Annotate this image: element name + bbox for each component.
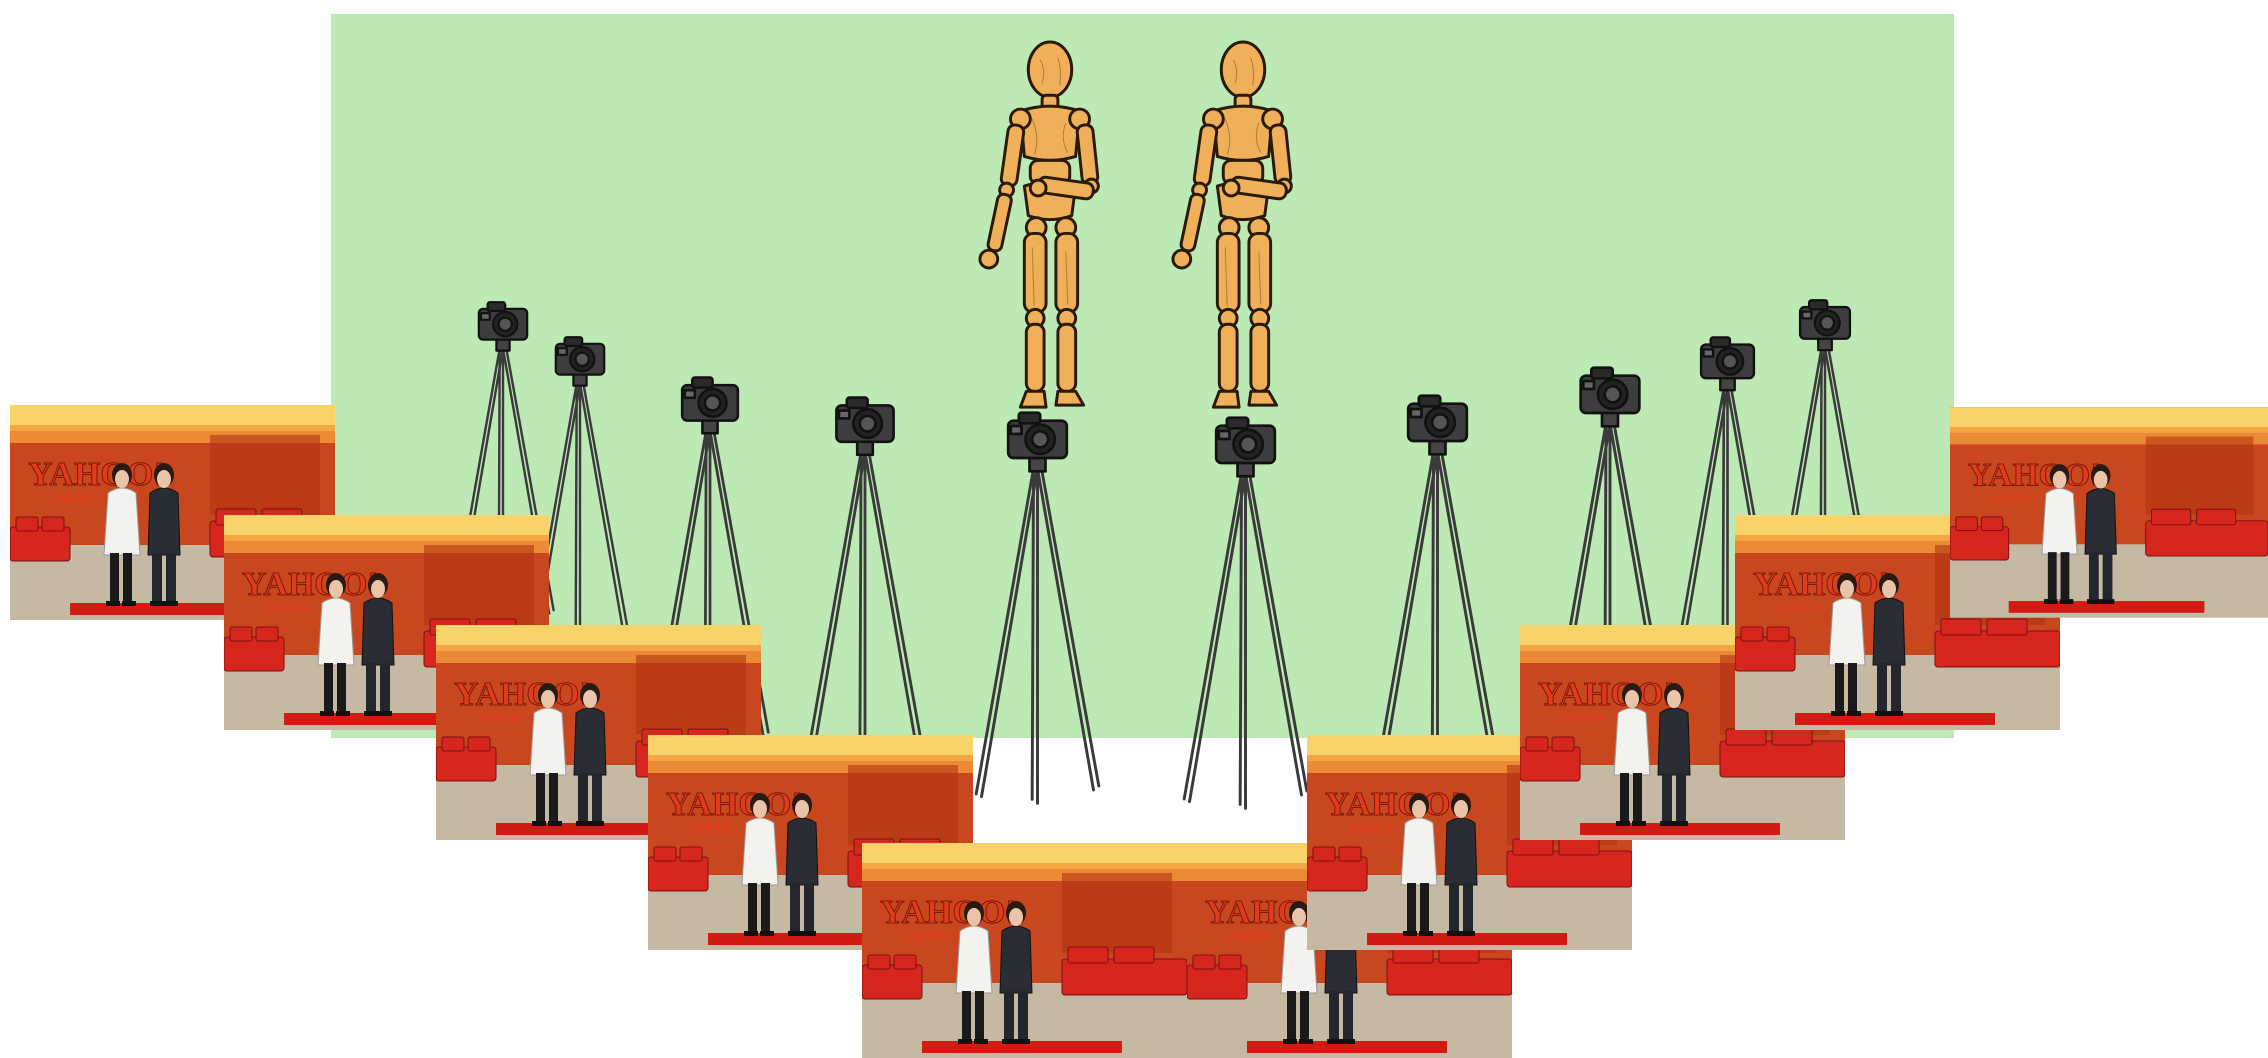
scene-photo (862, 843, 1187, 1058)
scene-photo (1950, 407, 2268, 617)
